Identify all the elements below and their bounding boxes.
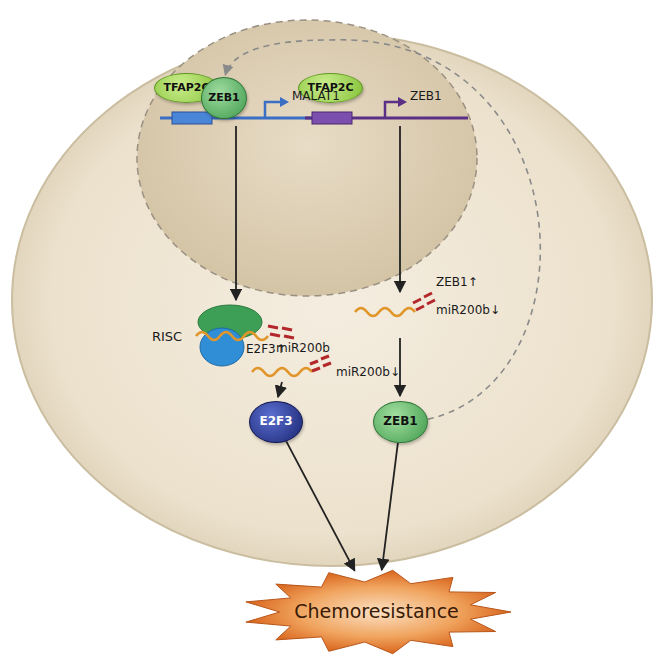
e2f3-mrna (252, 368, 312, 376)
effect-arrow (286, 441, 354, 570)
gene-name: ZEB1 (410, 90, 442, 104)
mirna-strand (268, 326, 294, 338)
translation-arrow (278, 382, 282, 397)
node-text: ZEB1 (208, 92, 240, 105)
protein: E2F3 (249, 401, 303, 443)
node-text: Chemoresistance (294, 601, 459, 623)
tss-arrowhead (398, 97, 407, 107)
transcription-arrow (399, 126, 401, 292)
regulation-label: miR200b↓ (336, 366, 400, 380)
promoter-box (312, 112, 352, 124)
node-text: E2F3 (259, 415, 292, 429)
zeb1-mrna (355, 308, 415, 316)
complex-name: RISC (152, 330, 182, 345)
node-text: ZEB1 (383, 415, 417, 429)
cell-membrane (12, 34, 652, 566)
tss-arrow (385, 102, 400, 118)
regulation-label: ZEB1↑ (436, 276, 478, 290)
gene-name: MALAT1 (292, 90, 340, 104)
nucleus (137, 20, 477, 296)
tss-arrowhead (280, 97, 289, 107)
regulation-label: miR200b↓ (436, 304, 500, 318)
feedback-arrow (225, 40, 540, 420)
transcription-arrow (235, 126, 237, 300)
mirna-strand (413, 293, 435, 310)
outcome-burst: Chemoresistance (242, 570, 511, 654)
effect-arrow (382, 443, 398, 570)
transcription-factor: ZEB1 (201, 77, 247, 119)
tss-arrow (265, 102, 282, 118)
malat1-rna (196, 332, 268, 340)
protein: ZEB1 (373, 401, 428, 443)
regulation-label: E2F3↑ (246, 343, 286, 357)
mirna-strand (310, 356, 331, 371)
promoter-box (172, 112, 212, 124)
